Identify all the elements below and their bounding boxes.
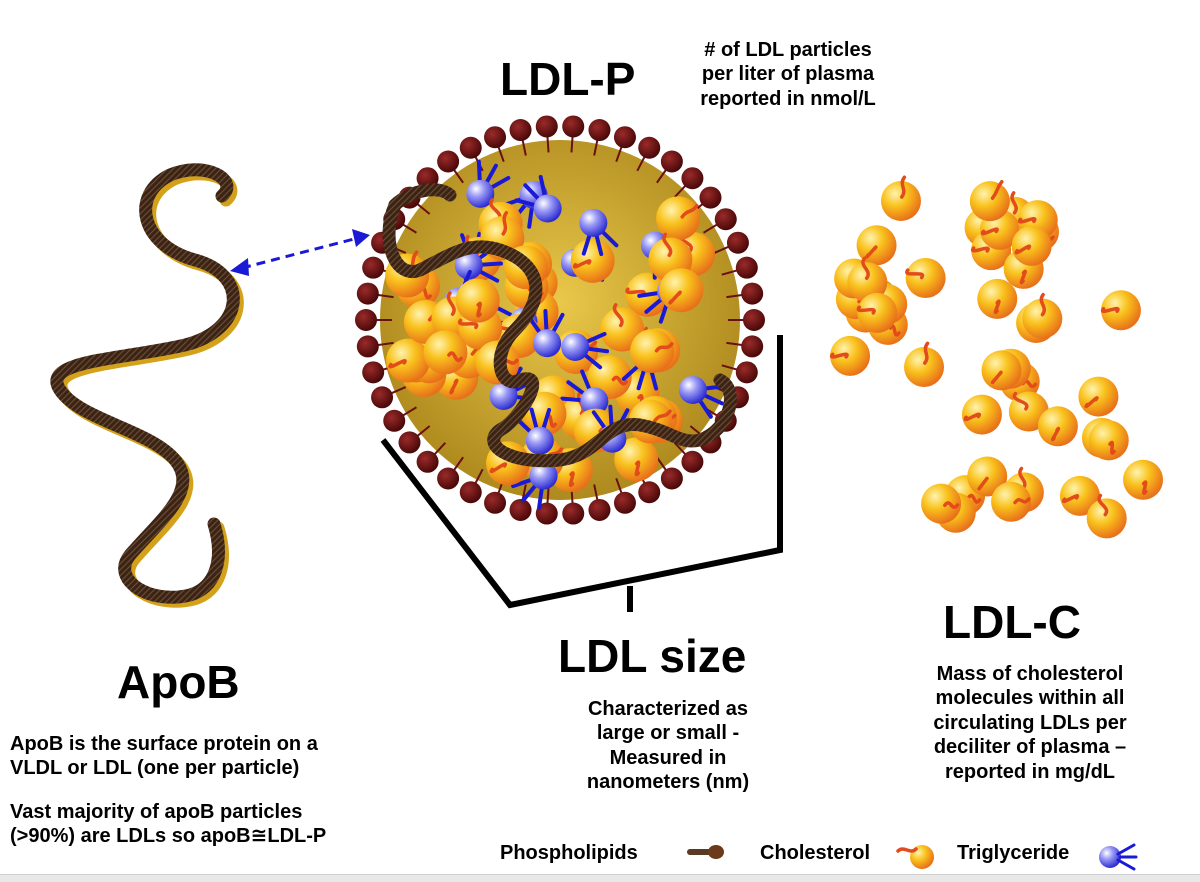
phospholipid-head bbox=[681, 451, 703, 473]
note-ldl-c-line-3: circulating LDLs per bbox=[900, 711, 1160, 735]
phospholipid-head bbox=[743, 309, 765, 331]
cholesterol-molecule bbox=[1038, 406, 1078, 446]
cholesterol-molecule bbox=[970, 181, 1010, 221]
phospholipid-head bbox=[357, 335, 379, 357]
phospholipid-head bbox=[715, 208, 737, 230]
note-ldl-c-line-4: deciliter of plasma – bbox=[900, 735, 1160, 759]
phospholipid-head bbox=[661, 467, 683, 489]
cholesterol-icon bbox=[898, 845, 934, 869]
phospholipid-head bbox=[362, 361, 384, 383]
phospholipid-head bbox=[562, 115, 584, 137]
triglyceride-icon bbox=[1099, 845, 1136, 869]
cholesterol-molecule bbox=[1078, 377, 1118, 417]
cholesterol-molecule bbox=[630, 329, 674, 373]
phospholipid-head bbox=[736, 257, 758, 279]
phospholipid-head bbox=[437, 151, 459, 173]
note-apob-1-line-2: VLDL or LDL (one per particle) bbox=[10, 756, 390, 780]
note-ldl-c-line-1: Mass of cholesterol bbox=[900, 662, 1160, 686]
phospholipid-head bbox=[562, 503, 584, 525]
note-apob-2-line-2: (>90%) are LDLs so apoB≅LDL-P bbox=[10, 824, 390, 848]
cholesterol-molecule bbox=[904, 343, 944, 387]
phospholipid-head bbox=[736, 361, 758, 383]
cholesterol-molecule bbox=[881, 177, 921, 221]
phospholipid-head bbox=[638, 481, 660, 503]
note-ldl-p-line-1: # of LDL particles bbox=[668, 38, 908, 62]
phospholipid-head bbox=[399, 431, 421, 453]
note-ldl-size-line-2: large or small - bbox=[548, 721, 788, 745]
cholesterol-molecule bbox=[456, 279, 500, 323]
note-apob-1: ApoB is the surface protein on a VLDL or… bbox=[10, 732, 390, 781]
cholesterol-molecule bbox=[830, 336, 870, 376]
phospholipid-icon bbox=[690, 845, 724, 859]
heading-ldl-p: LDL-P bbox=[500, 56, 635, 102]
phospholipid-head bbox=[383, 410, 405, 432]
note-ldl-c-line-2: molecules within all bbox=[900, 686, 1160, 710]
note-ldl-p-line-2: per liter of plasma bbox=[668, 62, 908, 86]
cholesterol-molecule bbox=[423, 330, 467, 374]
phospholipid-head bbox=[362, 257, 384, 279]
phospholipid-head bbox=[614, 126, 636, 148]
phospholipid-head bbox=[510, 119, 532, 141]
legend-triglyceride-label: Triglyceride bbox=[957, 841, 1069, 865]
ldl-particle bbox=[355, 115, 765, 524]
cholesterol-molecule bbox=[1123, 460, 1163, 500]
phospholipid-head bbox=[614, 492, 636, 514]
legend-cholesterol-label: Cholesterol bbox=[760, 841, 870, 865]
phospholipid-head bbox=[437, 467, 459, 489]
cholesterol-molecule bbox=[656, 196, 700, 240]
phospholipid-head bbox=[355, 309, 377, 331]
phospholipid-head bbox=[460, 481, 482, 503]
phospholipid-head bbox=[484, 126, 506, 148]
note-ldl-size-line-1: Characterized as bbox=[548, 697, 788, 721]
double-arrow-icon bbox=[230, 229, 370, 276]
cholesterol-molecule bbox=[1101, 290, 1141, 330]
phospholipid-head bbox=[699, 187, 721, 209]
cholesterol-molecule bbox=[921, 484, 961, 524]
apob-chain bbox=[57, 170, 237, 602]
phospholipid-head bbox=[638, 137, 660, 159]
phospholipid-head bbox=[661, 151, 683, 173]
phospholipid-head bbox=[727, 232, 749, 254]
note-ldl-p: # of LDL particles per liter of plasma r… bbox=[668, 38, 908, 111]
phospholipid-head bbox=[484, 492, 506, 514]
note-apob-1-line-1: ApoB is the surface protein on a bbox=[10, 732, 390, 756]
heading-ldl-c: LDL-C bbox=[943, 599, 1081, 645]
phospholipid-head bbox=[741, 283, 763, 305]
note-ldl-p-line-3: reported in nmol/L bbox=[668, 87, 908, 111]
phospholipid-head bbox=[460, 137, 482, 159]
cholesterol-molecule bbox=[659, 268, 703, 312]
cholesterol-molecule bbox=[977, 279, 1017, 319]
cholesterol-molecule bbox=[1089, 420, 1129, 460]
note-ldl-size: Characterized as large or small - Measur… bbox=[548, 697, 788, 795]
heading-ldl-size: LDL size bbox=[558, 633, 746, 679]
phospholipid-head bbox=[417, 451, 439, 473]
note-apob-2-line-1: Vast majority of apoB particles bbox=[10, 800, 390, 824]
note-ldl-c-line-5: reported in mg/dL bbox=[900, 760, 1160, 784]
phospholipid-head bbox=[357, 283, 379, 305]
note-ldl-c: Mass of cholesterol molecules within all… bbox=[900, 662, 1160, 784]
cholesterol-molecule bbox=[991, 482, 1031, 522]
phospholipid-head bbox=[741, 335, 763, 357]
note-ldl-size-line-4: nanometers (nm) bbox=[548, 770, 788, 794]
phospholipid-head bbox=[536, 115, 558, 137]
phospholipid-head bbox=[588, 119, 610, 141]
cholesterol-molecule bbox=[857, 293, 897, 333]
cholesterol-molecule bbox=[386, 339, 430, 383]
phospholipid-head bbox=[371, 386, 393, 408]
phospholipid-head bbox=[510, 499, 532, 521]
phospholipid-head bbox=[681, 167, 703, 189]
phospholipid-head bbox=[588, 499, 610, 521]
cholesterol-molecule bbox=[1022, 295, 1062, 339]
cholesterol-molecule bbox=[906, 258, 946, 298]
legend-phospholipids-label: Phospholipids bbox=[500, 841, 638, 865]
note-apob-2: Vast majority of apoB particles (>90%) a… bbox=[10, 800, 390, 849]
cholesterol-cloud bbox=[830, 177, 1163, 538]
cholesterol-molecule bbox=[981, 350, 1021, 390]
cholesterol-molecule bbox=[1012, 226, 1052, 266]
cholesterol-molecule bbox=[571, 239, 615, 283]
cholesterol-molecule bbox=[962, 395, 1002, 435]
heading-apob: ApoB bbox=[117, 659, 240, 705]
note-ldl-size-line-3: Measured in bbox=[548, 746, 788, 770]
